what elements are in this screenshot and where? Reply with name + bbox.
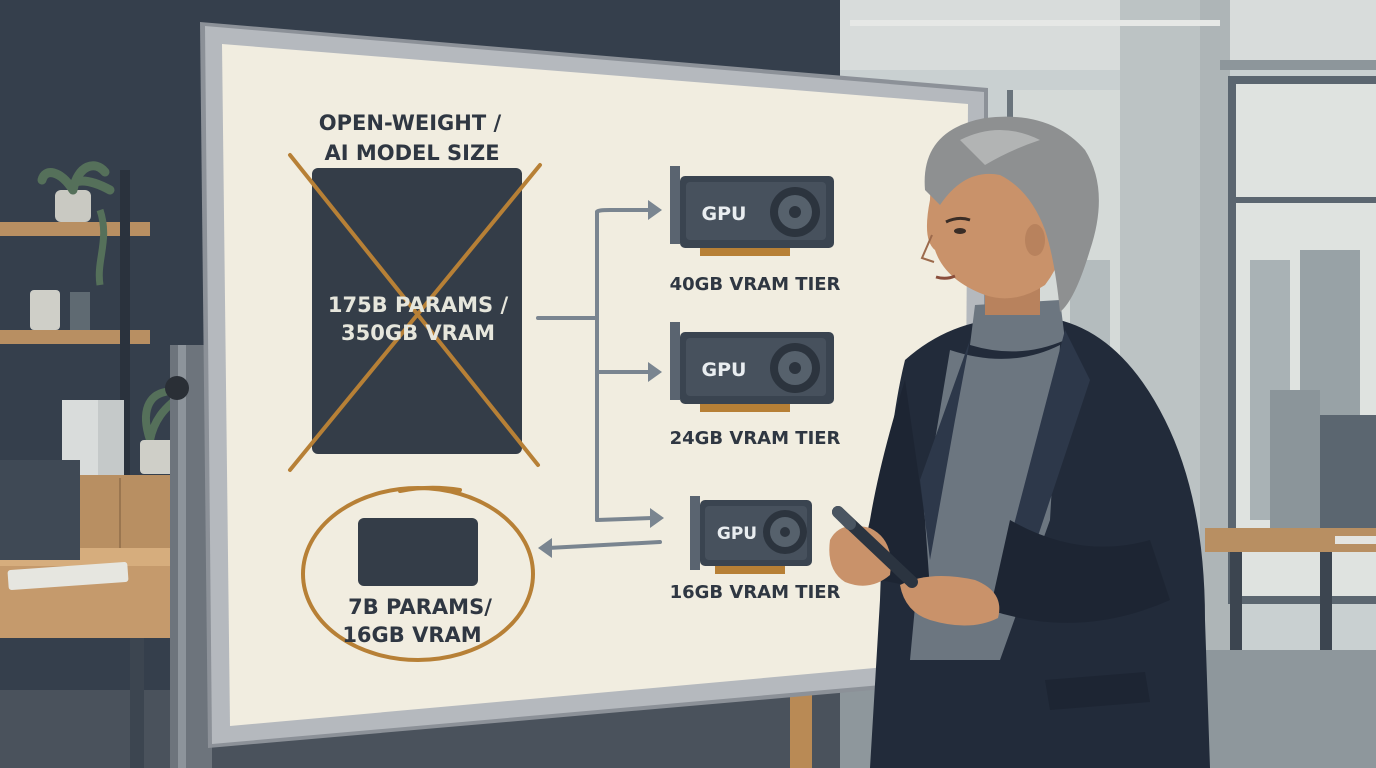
large-model-label-line1: 175B PARAMS /	[328, 293, 509, 317]
small-model-block	[301, 485, 535, 662]
small-model-label-line2: 16GB VRAM	[342, 623, 481, 647]
gpu-tier-label-40gb: 40GB VRAM TIER	[670, 274, 841, 295]
gpu-tier-label-24gb: 24GB VRAM TIER	[670, 428, 841, 449]
presenter	[829, 116, 1210, 768]
gpu-tier-label-16gb: 16GB VRAM TIER	[670, 582, 841, 603]
gpu-card-24gb	[670, 322, 834, 412]
gpu-card-40gb	[670, 166, 834, 256]
whiteboard	[165, 22, 988, 768]
small-model-label-line1: 7B PARAMS/	[348, 595, 492, 619]
large-model-label-line2: 350GB VRAM	[341, 321, 495, 345]
arrow-heads	[538, 200, 664, 558]
cross-out-stroke	[288, 153, 540, 467]
gpu-chip-label: GPU	[702, 359, 747, 381]
cross-out-stroke	[288, 163, 542, 472]
gpu-chip-label: GPU	[702, 203, 747, 225]
gpu-card-16gb	[690, 496, 812, 574]
large-model-block	[288, 153, 542, 472]
board-title-line2: AI MODEL SIZE	[324, 141, 499, 165]
board-title-line1: OPEN-WEIGHT /	[319, 111, 502, 135]
gpu-chip-label: GPU	[717, 524, 757, 544]
branch-arrows	[536, 208, 662, 550]
